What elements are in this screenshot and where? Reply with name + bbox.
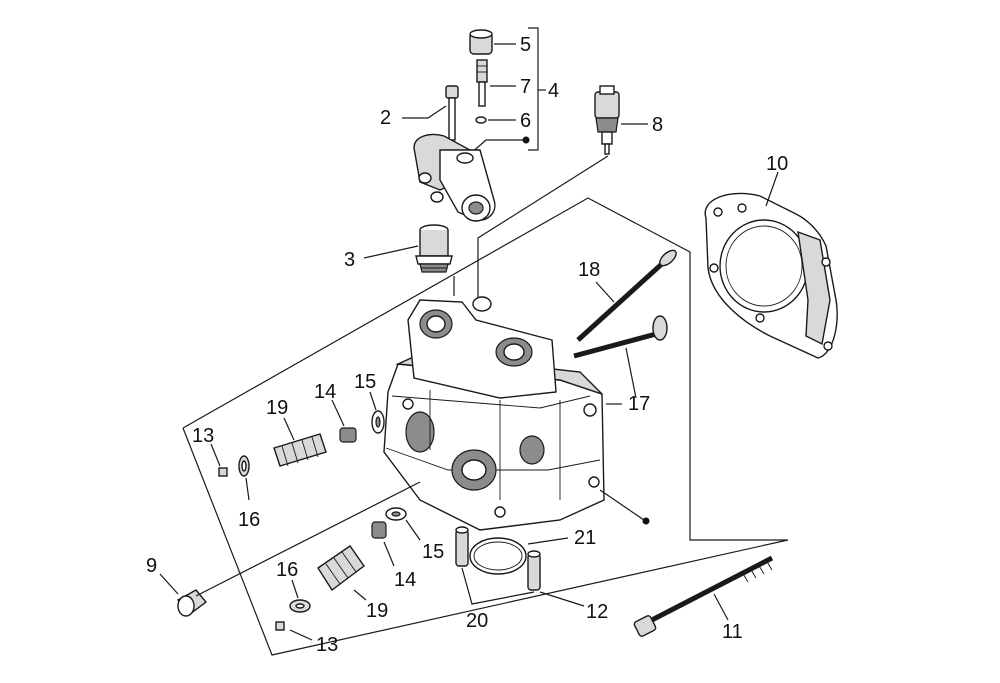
label-8: 8 <box>652 114 663 136</box>
leader-16-up <box>245 477 250 501</box>
label-6: 6 <box>520 110 531 132</box>
part-washer-small <box>475 116 487 124</box>
label-19-lower: 19 <box>366 600 388 622</box>
leader-14-up <box>331 399 345 427</box>
leader-15-up <box>369 391 377 411</box>
leader-21 <box>527 537 569 545</box>
leader-11 <box>713 593 729 621</box>
label-13-lower: 13 <box>316 634 338 656</box>
leader-head-dot <box>599 489 645 521</box>
label-15-upper: 15 <box>354 371 376 393</box>
label-5: 5 <box>520 34 531 56</box>
part-thermostat <box>415 224 453 273</box>
label-7: 7 <box>520 76 531 98</box>
label-19-upper: 19 <box>266 397 288 419</box>
part-dowel-left <box>455 526 469 567</box>
label-4: 4 <box>548 80 559 102</box>
leader-14-low <box>383 541 395 567</box>
label-16-lower: 16 <box>276 559 298 581</box>
part-dowel-right <box>527 550 541 591</box>
leader-12 <box>539 591 585 607</box>
leader-9-to-head <box>195 481 421 597</box>
leader-3 <box>363 245 419 259</box>
dot-marker-top <box>522 136 530 144</box>
label-18: 18 <box>578 259 600 281</box>
label-14-upper: 14 <box>314 381 336 403</box>
part-pin <box>476 59 488 107</box>
leader-15-low <box>405 519 421 541</box>
part-cylinder-head <box>383 296 605 531</box>
part-bolt-small <box>445 85 459 141</box>
leader-13-low <box>289 629 313 641</box>
label-10: 10 <box>766 153 788 175</box>
label-21: 21 <box>574 527 596 549</box>
leader-13-up <box>210 443 221 467</box>
label-9: 9 <box>146 555 157 577</box>
leader-2 <box>402 105 447 119</box>
part-o-ring <box>469 537 527 575</box>
part-head-gasket <box>704 192 838 359</box>
assembly-boundary <box>182 197 789 656</box>
part-spring-stack-lower <box>275 507 407 631</box>
part-plug <box>176 589 208 617</box>
leader-9 <box>159 573 179 595</box>
leader-16-low <box>291 579 299 599</box>
label-15-lower: 15 <box>422 541 444 563</box>
leader-19-up <box>283 417 295 441</box>
label-13-upper: 13 <box>192 425 214 447</box>
leader-20 <box>461 567 535 605</box>
leader-18 <box>595 281 615 303</box>
label-11: 11 <box>722 621 743 643</box>
leader-10 <box>765 171 779 207</box>
label-20: 20 <box>466 610 488 632</box>
label-16-upper: 16 <box>238 509 260 531</box>
leader-sensor-line <box>477 155 609 298</box>
part-cap <box>469 29 493 55</box>
label-12: 12 <box>586 601 608 623</box>
part-temp-sensor <box>594 85 620 155</box>
group-bracket <box>528 27 539 151</box>
leader-19-low <box>353 589 367 601</box>
label-14-lower: 14 <box>394 569 416 591</box>
label-2: 2 <box>380 107 391 129</box>
part-thermostat-housing <box>413 133 496 222</box>
part-stud-long <box>633 555 774 637</box>
label-3: 3 <box>344 249 355 271</box>
leader-17 <box>625 347 637 399</box>
label-17: 17 <box>628 393 650 415</box>
dot-marker-bottom <box>642 517 650 525</box>
part-valve-upper <box>576 249 677 342</box>
part-valve-lower <box>573 315 668 359</box>
part-spring-stack-upper <box>218 410 385 477</box>
